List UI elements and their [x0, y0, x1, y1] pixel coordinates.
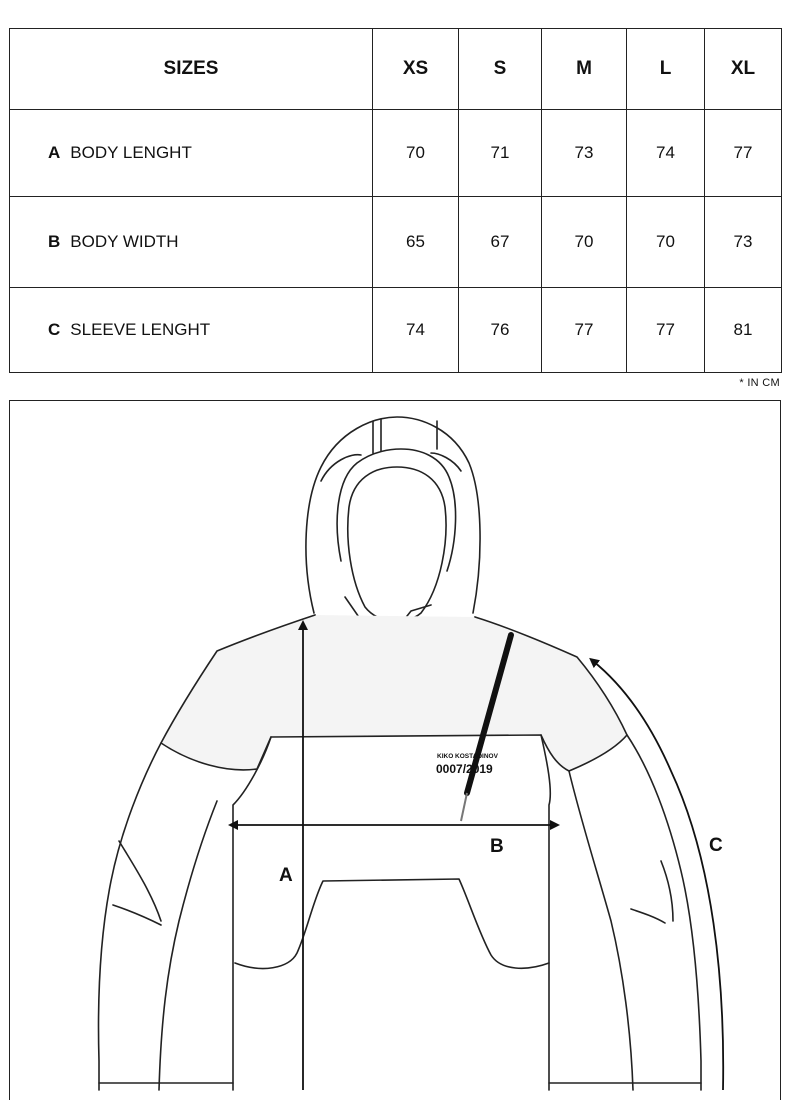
size-header-xs: XS	[372, 28, 459, 110]
dimension-label-c: C	[709, 835, 723, 856]
dimension-label-a: A	[279, 865, 293, 886]
table-header-row: SIZES XS S M L XL	[9, 28, 782, 110]
sleeve-left	[97, 742, 218, 1091]
table-cell: 81	[704, 287, 782, 373]
hood-outer	[305, 416, 481, 614]
hoodie-illustration-frame: KIKO KOSTADINOV 0007/2019 A B C	[9, 400, 781, 1100]
drawcord	[464, 632, 514, 796]
size-header-m: M	[541, 28, 627, 110]
table-cell: 67	[458, 196, 542, 288]
body-front-panel	[232, 734, 552, 1091]
row-name: SLEEVE LENGHT	[70, 320, 211, 339]
hoodie-diagram: KIKO KOSTADINOV 0007/2019 A B C	[97, 416, 725, 1091]
table-row: C SLEEVE LENGHT 74 76 77 77 81	[9, 287, 782, 373]
row-name: BODY WIDTH	[70, 232, 179, 251]
table-cell: 77	[626, 287, 705, 373]
kangaroo-pocket	[234, 878, 550, 970]
yoke	[160, 614, 628, 772]
table-cell: 65	[372, 196, 459, 288]
table-row: B BODY WIDTH 65 67 70 70 73	[9, 196, 782, 288]
hood-inner	[336, 448, 457, 572]
unit-note: * IN CM	[739, 377, 780, 389]
garment-brand-text: KIKO KOSTADINOV	[437, 753, 499, 760]
table-cell: 74	[372, 287, 459, 373]
table-cell: 74	[626, 109, 705, 197]
table-cell: 71	[458, 109, 542, 197]
size-chart-table: SIZES XS S M L XL A BODY LENGHT 70 71 73 …	[9, 28, 782, 373]
table-cell: 73	[541, 109, 627, 197]
face-opening	[346, 466, 447, 623]
row-letter: B	[48, 232, 61, 251]
row-name: BODY LENGHT	[70, 143, 192, 162]
garment-code-text: 0007/2019	[436, 762, 493, 776]
row-letter: C	[48, 320, 61, 339]
size-header-s: S	[458, 28, 542, 110]
row-letter: A	[48, 143, 61, 162]
size-header-xl: XL	[704, 28, 782, 110]
row-label-body-width: B BODY WIDTH	[9, 196, 373, 288]
table-cell: 73	[704, 196, 782, 288]
table-row: A BODY LENGHT 70 71 73 74 77	[9, 109, 782, 197]
hoodie-outline	[97, 416, 702, 1091]
sizes-header: SIZES	[9, 28, 373, 110]
table-cell: 77	[541, 287, 627, 373]
dimension-label-b: B	[490, 836, 504, 857]
table-cell: 70	[626, 196, 705, 288]
row-label-sleeve-length: C SLEEVE LENGHT	[9, 287, 373, 373]
sleeve-right	[568, 734, 702, 1091]
row-label-body-length: A BODY LENGHT	[9, 109, 373, 197]
size-header-l: L	[626, 28, 705, 110]
dimension-arrow-c	[589, 657, 725, 1091]
table-cell: 70	[372, 109, 459, 197]
table-cell: 70	[541, 196, 627, 288]
table-cell: 77	[704, 109, 782, 197]
table-cell: 76	[458, 287, 542, 373]
